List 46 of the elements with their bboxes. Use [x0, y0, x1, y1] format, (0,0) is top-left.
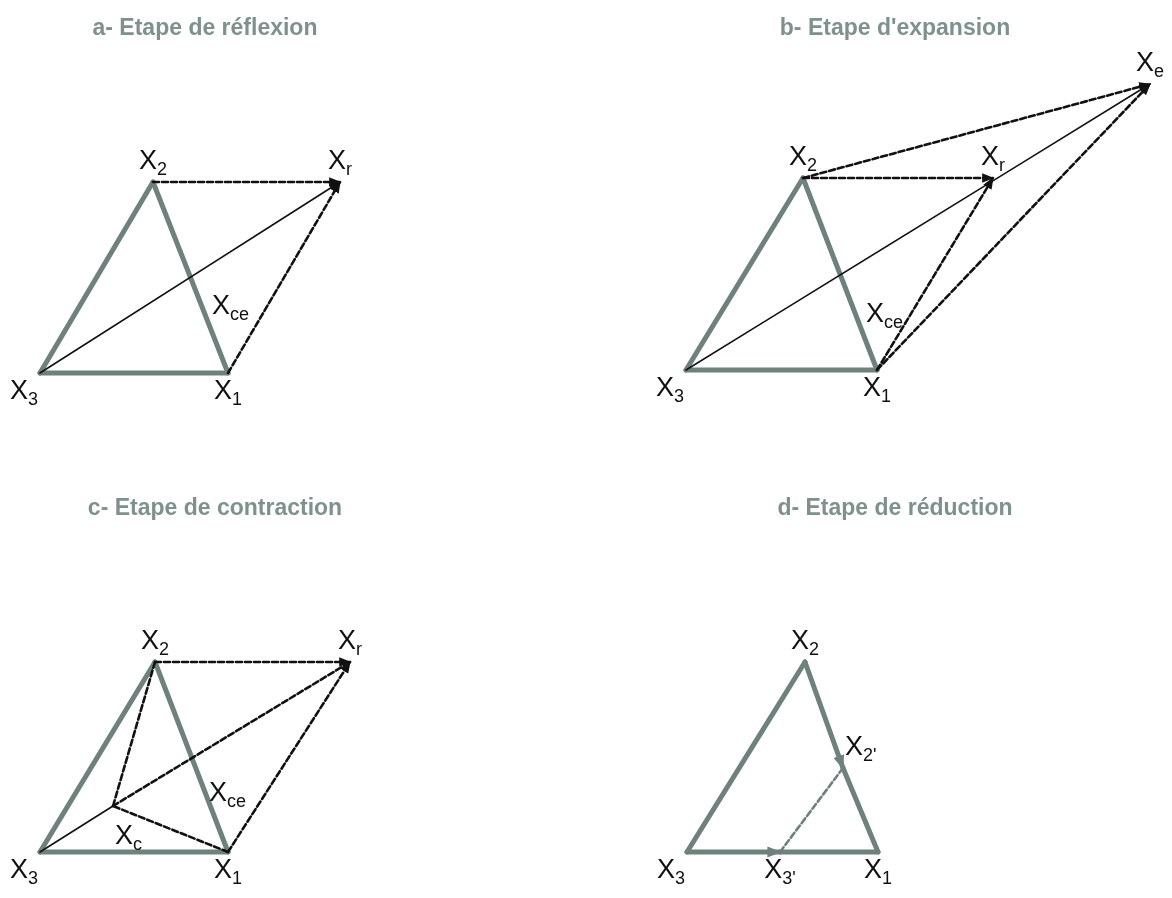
panel-heading: d- Etape de réduction — [777, 494, 1013, 521]
line — [683, 175, 806, 373]
arrow — [875, 82, 1152, 372]
line — [800, 175, 880, 373]
line — [111, 660, 157, 808]
vertex-label: X$_{c}$ — [113, 806, 144, 854]
vertex-label: X$_{1}$ — [861, 370, 893, 406]
arrow — [801, 82, 1152, 180]
panel-heading: b- Etape d'expansion — [779, 14, 1011, 41]
line — [111, 804, 230, 854]
line — [37, 179, 156, 376]
vertex-label: X$_{r}$ — [979, 142, 1007, 178]
vertex-label: X$_{1}$ — [862, 852, 894, 888]
arrow — [151, 177, 342, 187]
vertex-label: X$_{2}$ — [789, 626, 821, 662]
vertex-label: X$_{ce}$ — [207, 779, 249, 811]
vertex-label: X$_{3}$ — [654, 852, 687, 888]
vertex-label: X$_{ce}$ — [210, 292, 252, 324]
vertex-label: X$_{2}$ — [139, 626, 171, 662]
panel-heading: c- Etape de contraction — [87, 494, 343, 521]
arrow — [226, 660, 352, 854]
arrow — [684, 846, 783, 858]
vertex-label: X$_{3}$ — [7, 373, 40, 409]
line — [778, 766, 845, 854]
line — [840, 765, 881, 855]
vertex-label: X$_{1}$ — [212, 852, 244, 888]
vertex-label: X$_{2}$ — [137, 146, 169, 182]
arrow — [685, 83, 1151, 371]
line — [39, 805, 114, 853]
arrow — [875, 176, 995, 372]
line — [150, 179, 231, 376]
vertex-label: X$_{3}$ — [653, 370, 686, 406]
vertex-label: X$_{2}$ — [787, 142, 819, 178]
vertex-label: X$_{3'}$ — [762, 852, 798, 888]
arrow — [226, 180, 342, 375]
line — [684, 659, 808, 855]
vertex-label: X$_{1}$ — [212, 373, 244, 409]
vertex-label: X$_{2'}$ — [843, 732, 879, 768]
vertex-label: X$_{ce}$ — [864, 300, 906, 332]
line — [37, 659, 158, 855]
vertex-label: X$_{r}$ — [336, 626, 364, 662]
panel-heading: a- Etape de réflexion — [92, 14, 318, 41]
line — [152, 659, 231, 855]
vertex-label: X$_{r}$ — [326, 146, 354, 182]
vertex-label: X$_{e}$ — [1134, 48, 1166, 84]
vertex-label: X$_{3}$ — [7, 852, 40, 888]
